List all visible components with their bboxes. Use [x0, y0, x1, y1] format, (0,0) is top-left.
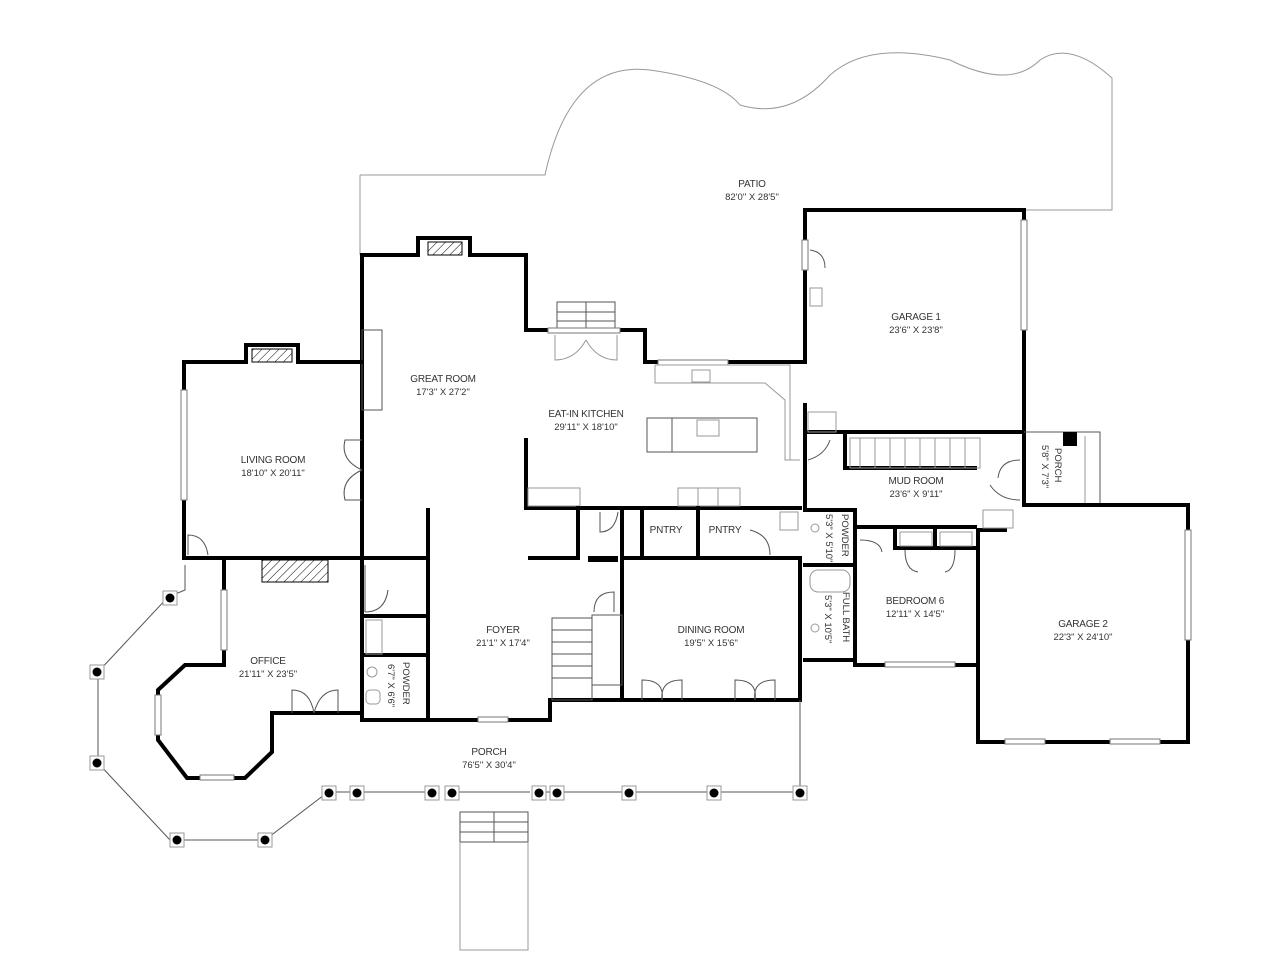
- room-name: PORCH: [1052, 448, 1063, 483]
- room-name: LIVING ROOM: [240, 455, 306, 466]
- mud-room-walls: [807, 430, 1026, 529]
- room-label-side-porch-dims: 5'8" X 7'3": [1039, 445, 1050, 494]
- room-name: FULL BATH: [840, 592, 851, 643]
- garage1-walls: [801, 208, 1028, 512]
- room-label-side-porch: PORCH: [1052, 448, 1063, 488]
- room-name: MUD ROOM: [888, 476, 944, 487]
- garage2-walls: [976, 503, 1192, 745]
- room-name: PNTRY: [708, 525, 742, 536]
- kitchen-walls: [524, 327, 807, 510]
- room-label-eat-in-kitchen: EAT-IN KITCHEN 29'11" X 18'10": [548, 408, 624, 434]
- room-dims: 18'10" X 20'11": [241, 468, 305, 479]
- office-walls: [154, 556, 364, 781]
- front-porch: [89, 565, 808, 951]
- room-label-office: OFFICE 21'11" X 23'5": [239, 655, 297, 681]
- patio-outline: [359, 52, 1113, 255]
- room-label-bedroom6: BEDROOM 6 12'11" X 14'5": [886, 595, 944, 621]
- room-dims: 21'11" X 23'5": [238, 669, 298, 680]
- room-name: PORCH: [471, 747, 507, 758]
- room-dims: 76'5" X 30'4": [462, 760, 516, 771]
- room-label-pantry-1: PNTRY: [650, 524, 683, 537]
- room-name: FOYER: [486, 625, 520, 636]
- room-dims: 5'8" X 7'3": [1039, 445, 1050, 489]
- patio-steps: [556, 301, 616, 331]
- room-name: POWDER: [839, 514, 850, 557]
- room-label-powder-east-dims: 5'3" X 5'10": [823, 514, 834, 568]
- room-name: GARAGE 2: [1058, 619, 1108, 630]
- room-label-living-room: LIVING ROOM 18'10" X 20'11": [240, 454, 306, 480]
- foyer-dining-walls: [360, 508, 802, 723]
- room-dims: 12'11" X 14'5": [885, 609, 945, 620]
- room-name: PATIO: [738, 179, 766, 190]
- room-label-front-porch: PORCH 76'5" X 30'4": [462, 746, 516, 772]
- room-label-patio: PATIO 82'0" X 28'5": [725, 178, 779, 204]
- room-dims: 29'11" X 18'10": [554, 422, 618, 433]
- room-dims: 82'0" X 28'5": [725, 192, 779, 203]
- room-label-garage1: GARAGE 1 23'6" X 23'8": [889, 311, 943, 337]
- room-name: EAT-IN KITCHEN: [548, 409, 624, 420]
- living-room-walls: [180, 343, 364, 560]
- room-name: GREAT ROOM: [410, 374, 476, 385]
- room-label-powder-west-dims: 6'7" X 6'6": [385, 664, 396, 713]
- room-label-pantry-2: PNTRY: [709, 524, 742, 537]
- room-dims: 21'1" X 17'4": [476, 638, 530, 649]
- room-name: BEDROOM 6: [885, 596, 945, 607]
- room-label-powder-west: POWDER: [400, 662, 411, 711]
- room-dims: 17'3" X 27'2": [416, 387, 470, 398]
- room-label-garage2: GARAGE 2 22'3" X 24'10": [1054, 618, 1113, 644]
- room-dims: 5'3" X 10'5": [822, 595, 833, 644]
- room-label-great-room: GREAT ROOM 17'3" X 27'2": [410, 373, 476, 399]
- room-label-full-bath: FULL BATH: [840, 592, 851, 648]
- room-dims: 23'6" X 9'11": [889, 489, 943, 500]
- room-label-dining-room: DINING ROOM 19'5" X 15'6": [678, 624, 745, 650]
- room-label-powder-east: POWDER: [839, 514, 850, 563]
- room-dims: 5'3" X 5'10": [823, 514, 834, 563]
- room-label-mud-room: MUD ROOM 23'6" X 9'11": [888, 475, 943, 501]
- room-name: POWDER: [400, 662, 411, 705]
- great-room-walls: [360, 236, 528, 512]
- room-dims: 6'7" X 6'6": [385, 664, 396, 708]
- room-name: OFFICE: [250, 656, 286, 667]
- bedroom6-walls: [853, 525, 977, 668]
- room-name: PNTRY: [649, 525, 683, 536]
- room-dims: 23'6" X 23'8": [889, 325, 943, 336]
- room-name: DINING ROOM: [677, 625, 745, 636]
- west-powder-walls: [360, 614, 430, 705]
- room-label-foyer: FOYER 21'1" X 17'4": [476, 624, 530, 650]
- room-dims: 22'3" X 24'10": [1053, 632, 1113, 643]
- room-dims: 19'5" X 15'6": [684, 638, 738, 649]
- room-name: GARAGE 1: [891, 312, 941, 323]
- room-label-full-bath-dims: 5'3" X 10'5": [822, 595, 833, 649]
